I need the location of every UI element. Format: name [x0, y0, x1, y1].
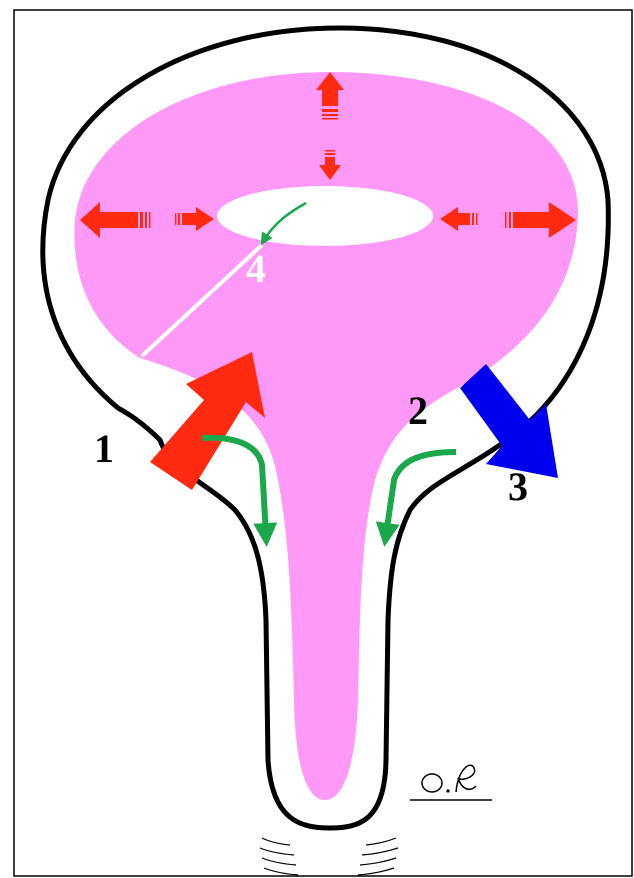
vibration-marks — [260, 838, 398, 875]
signature — [410, 765, 492, 800]
label-3: 3 — [508, 464, 528, 509]
central-cavity — [217, 186, 433, 246]
label-2: 2 — [408, 388, 428, 433]
label-4: 4 — [246, 246, 266, 291]
label-1: 1 — [94, 426, 114, 471]
